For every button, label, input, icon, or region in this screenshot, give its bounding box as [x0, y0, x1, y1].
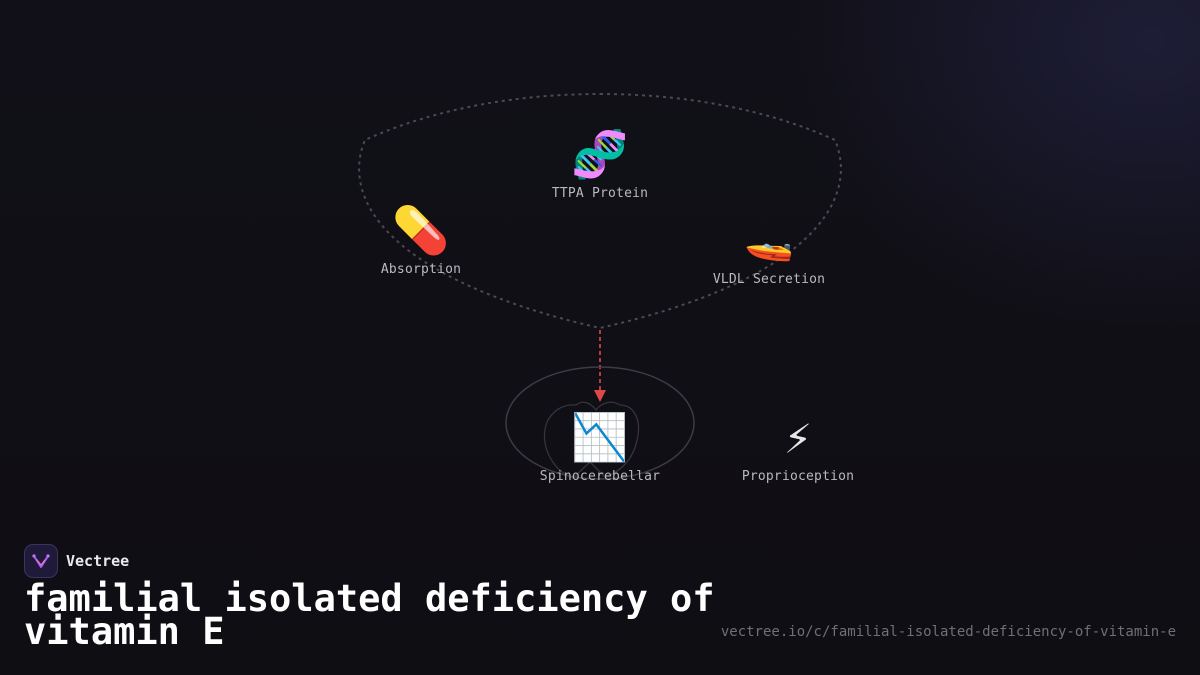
node-proprioception: ⚡ Proprioception: [718, 411, 878, 484]
node-ttpa-protein: 🧬 TTPA Protein: [520, 128, 680, 201]
page-title: familial isolated deficiency of vitamin …: [24, 577, 715, 653]
chart-decreasing-icon: 📉: [571, 410, 629, 464]
node-label: TTPA Protein: [551, 186, 649, 201]
vectree-logo-icon: [24, 544, 58, 578]
node-label: Spinocerebellar: [539, 469, 661, 484]
brain-outline-icon: [543, 401, 640, 479]
brand-name: Vectree: [66, 552, 130, 570]
group-outline-lower: [505, 366, 695, 480]
node-label: Proprioception: [741, 469, 855, 484]
node-spinocerebellar: 📉 Spinocerebellar: [520, 411, 680, 484]
pill-icon: 💊: [392, 203, 450, 257]
page-url: vectree.io/c/familial-isolated-deficienc…: [720, 624, 1176, 640]
speedboat-icon: 🚤: [744, 217, 794, 263]
node-absorption: 💊 Absorption: [341, 204, 501, 277]
node-label: VLDL Secretion: [712, 272, 826, 287]
node-label: Absorption: [380, 262, 462, 277]
group-outline-upper: [358, 92, 842, 330]
lightning-icon: ⚡: [784, 410, 812, 464]
node-vldl-secretion: 🚤 VLDL Secretion: [689, 214, 849, 287]
brand: Vectree: [24, 544, 129, 578]
dna-icon: 🧬: [571, 127, 629, 181]
